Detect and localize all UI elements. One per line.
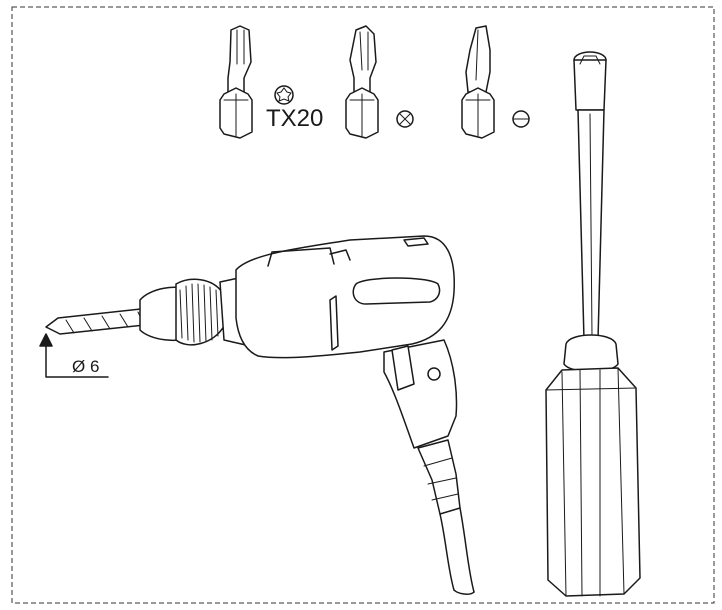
torx-icon xyxy=(274,85,294,105)
dashed-frame xyxy=(11,6,715,604)
drill-bit xyxy=(45,307,155,335)
drill-bit-diameter-label: Ø 6 xyxy=(72,357,100,376)
slotted-bit-icon xyxy=(461,25,495,139)
diameter-marker xyxy=(39,333,109,378)
torx-bit-icon xyxy=(219,25,253,139)
torx-size-label: TX20 xyxy=(266,105,324,132)
phillips-cross-icon xyxy=(396,110,414,128)
slotted-minus-icon xyxy=(512,110,530,128)
electric-drill xyxy=(139,235,475,595)
screwdriver xyxy=(545,51,641,597)
phillips-bit-icon xyxy=(345,25,379,139)
